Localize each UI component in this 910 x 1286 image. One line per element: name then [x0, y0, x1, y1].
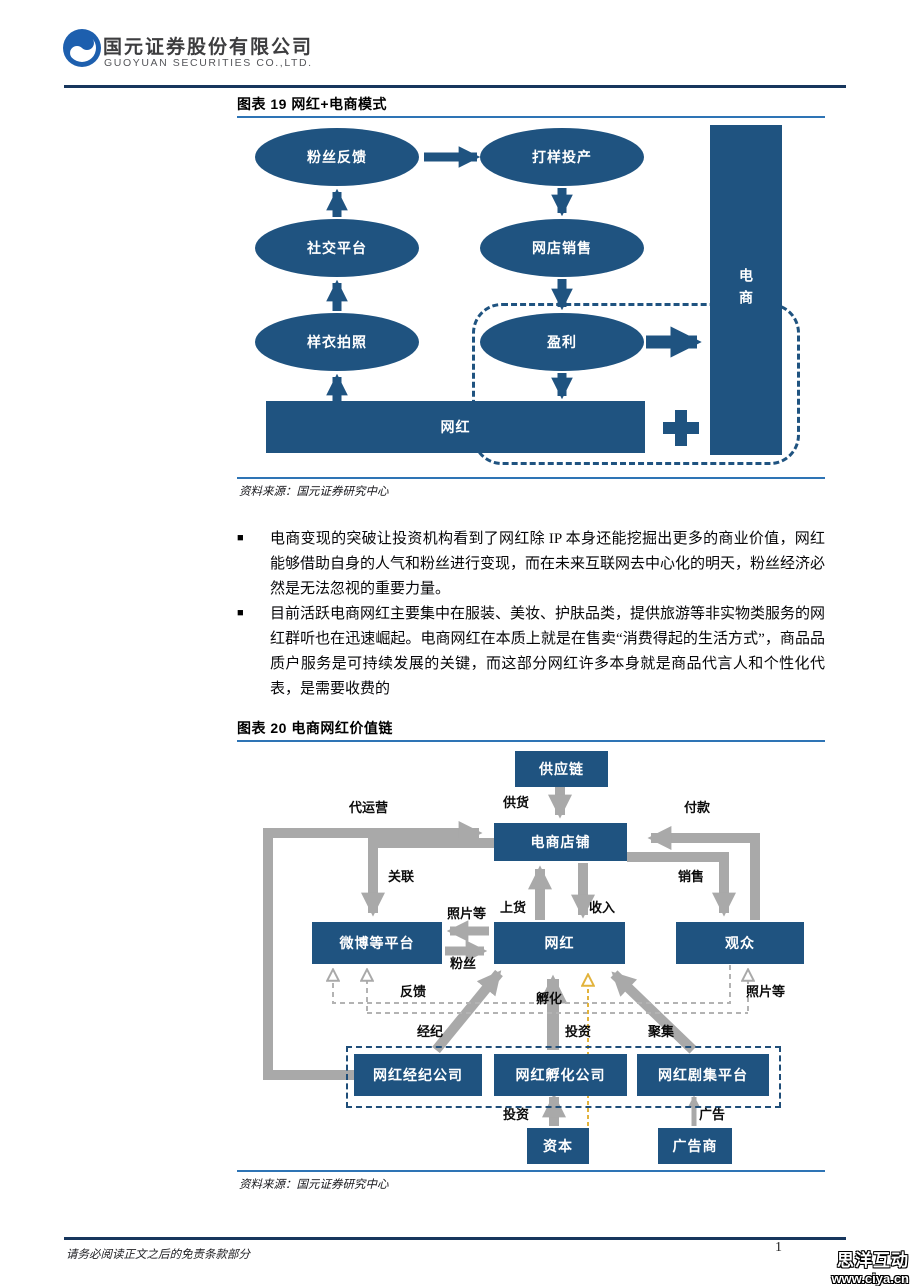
- company-name-en: GUOYUAN SECURITIES CO.,LTD.: [104, 57, 313, 69]
- footer-rule: [64, 1237, 846, 1240]
- node-ecommerce-store: 电商店铺: [494, 823, 627, 861]
- figure19-arrows: [326, 146, 702, 446]
- node-incubation-company-label: 网红孵化公司: [515, 1067, 606, 1083]
- guoyuan-logo-icon: [62, 28, 102, 68]
- figure20-title: 图表 20 电商网红价值链: [237, 720, 393, 736]
- node-sample-photo-label: 样衣拍照: [307, 334, 367, 350]
- watermark: 思洋互动 www.ciya.cn: [831, 1246, 909, 1286]
- node-incubation-company: 网红孵化公司: [494, 1054, 627, 1096]
- edge-label-photos-left: 照片等: [447, 906, 487, 921]
- figure20-diagram: 供应链 电商店铺 微博等平台 网红 观众 网红经纪公司 网红孵化公司 网红剧集平…: [237, 745, 825, 1168]
- node-influencer-label: 网红: [544, 935, 575, 951]
- figure20-bottom-rule: [237, 1170, 825, 1172]
- arrow-association: [360, 838, 494, 917]
- node-ecommerce-column: 电商: [710, 125, 782, 455]
- edge-label-advertising: 广告: [699, 1107, 726, 1122]
- figure19-title: 图表 19 网红+电商模式: [237, 96, 388, 112]
- edge-label-incubation: 孵化: [536, 991, 563, 1006]
- edge-label-payment: 付款: [684, 800, 711, 815]
- figure20-top-rule: [237, 740, 825, 742]
- company-name-cn: 国元证券股份有限公司: [103, 37, 314, 58]
- arrow-aggregation: [610, 970, 697, 1054]
- edge-label-agent-operation: 代运营: [349, 800, 389, 815]
- bullet-square-icon: ■: [237, 532, 244, 544]
- figure19-top-rule: [237, 116, 825, 118]
- dashed-feedback-path: [333, 965, 731, 1004]
- edge-label-photos-right: 照片等: [746, 984, 786, 999]
- footer-disclaimer: 请务必阅读正文之后的免责条款部分: [66, 1249, 250, 1261]
- page-number: 1: [775, 1240, 782, 1255]
- edge-label-feedback: 反馈: [400, 984, 427, 999]
- edge-label-income: 收入: [589, 900, 616, 915]
- node-profit: 盈利: [480, 313, 644, 371]
- node-advertiser-label: 广告商: [672, 1138, 718, 1154]
- edge-label-sales: 销售: [678, 869, 705, 884]
- edge-label-fans: 粉丝: [450, 956, 477, 971]
- node-agency-company: 网红经纪公司: [354, 1054, 482, 1096]
- node-supply-chain-label: 供应链: [539, 761, 584, 777]
- node-agency-company-label: 网红经纪公司: [373, 1067, 463, 1083]
- paragraph-1-text: 电商变现的突破让投资机构看到了网红除 IP 本身还能挖掘出更多的商业价值，网红能…: [270, 531, 826, 597]
- paragraph-2-text: 目前活跃电商网红主要集中在服装、美妆、护肤品类，提供旅游等非实物类服务的网红群听…: [270, 606, 826, 697]
- watermark-title: 思洋互动: [837, 1251, 909, 1270]
- edge-label-brokerage: 经纪: [417, 1024, 444, 1039]
- node-weibo-platforms-label: 微博等平台: [339, 935, 415, 951]
- figure19-dashed-region: [472, 303, 800, 465]
- bullet-paragraph-2: ■ 目前活跃电商网红主要集中在服装、美妆、护肤品类，提供旅游等非实物类服务的网红…: [237, 602, 825, 702]
- figure19-source: 资料来源：国元证券研究中心: [239, 486, 389, 498]
- node-social-platform: 社交平台: [255, 219, 419, 277]
- edge-label-association: 关联: [388, 869, 415, 884]
- edge-label-investment-upper: 投资: [565, 1024, 592, 1039]
- plus-icon: [663, 410, 699, 446]
- node-influencer-bar: 网红: [266, 401, 645, 453]
- node-audience: 观众: [676, 922, 804, 964]
- node-sampling-production: 打样投产: [480, 128, 644, 186]
- node-ecommerce-store-label: 电商店铺: [530, 834, 591, 850]
- node-influencer: 网红: [494, 922, 625, 964]
- figure20-arrows: [263, 787, 760, 1126]
- node-audience-label: 观众: [725, 935, 755, 951]
- node-online-store-sales-label: 网店销售: [532, 240, 592, 256]
- node-fans-feedback: 粉丝反馈: [255, 128, 419, 186]
- node-fans-feedback-label: 粉丝反馈: [307, 149, 367, 165]
- node-influencer-label: 网红: [440, 419, 471, 435]
- watermark-url: www.ciya.cn: [831, 1271, 909, 1286]
- header-rule: [64, 85, 846, 88]
- node-drama-platform: 网红剧集平台: [637, 1054, 769, 1096]
- bullet-paragraph-1: ■ 电商变现的突破让投资机构看到了网红除 IP 本身还能挖掘出更多的商业价值，网…: [237, 527, 825, 602]
- node-capital-label: 资本: [543, 1138, 573, 1154]
- node-sampling-production-label: 打样投产: [532, 149, 592, 165]
- node-capital: 资本: [527, 1128, 589, 1164]
- edge-label-stocking: 上货: [500, 900, 527, 915]
- bullet-square-icon: ■: [237, 607, 244, 619]
- figure20-source: 资料来源：国元证券研究中心: [239, 1179, 389, 1191]
- edge-label-aggregation: 聚集: [648, 1024, 675, 1039]
- figure19-diagram: 粉丝反馈 打样投产 社交平台 网店销售 样衣拍照 盈利 网红 电商: [237, 120, 825, 465]
- node-advertiser: 广告商: [658, 1128, 732, 1164]
- node-online-store-sales: 网店销售: [480, 219, 644, 277]
- arrow-brokerage: [432, 969, 503, 1054]
- edge-label-investment-lower: 投资: [503, 1107, 530, 1122]
- node-sample-photo: 样衣拍照: [255, 313, 419, 371]
- node-social-platform-label: 社交平台: [307, 240, 367, 256]
- node-supply-chain: 供应链: [515, 751, 608, 787]
- arrow-agent-operation: [263, 820, 483, 1080]
- node-profit-label: 盈利: [547, 334, 577, 350]
- arrow-sales: [627, 852, 737, 917]
- node-ecommerce-label: 电商: [738, 268, 754, 312]
- figure19-bottom-rule: [237, 477, 825, 479]
- node-weibo-platforms: 微博等平台: [312, 922, 442, 964]
- node-drama-platform-label: 网红剧集平台: [658, 1067, 748, 1083]
- edge-label-supply: 供货: [503, 795, 530, 810]
- arrow-payment: [647, 825, 760, 920]
